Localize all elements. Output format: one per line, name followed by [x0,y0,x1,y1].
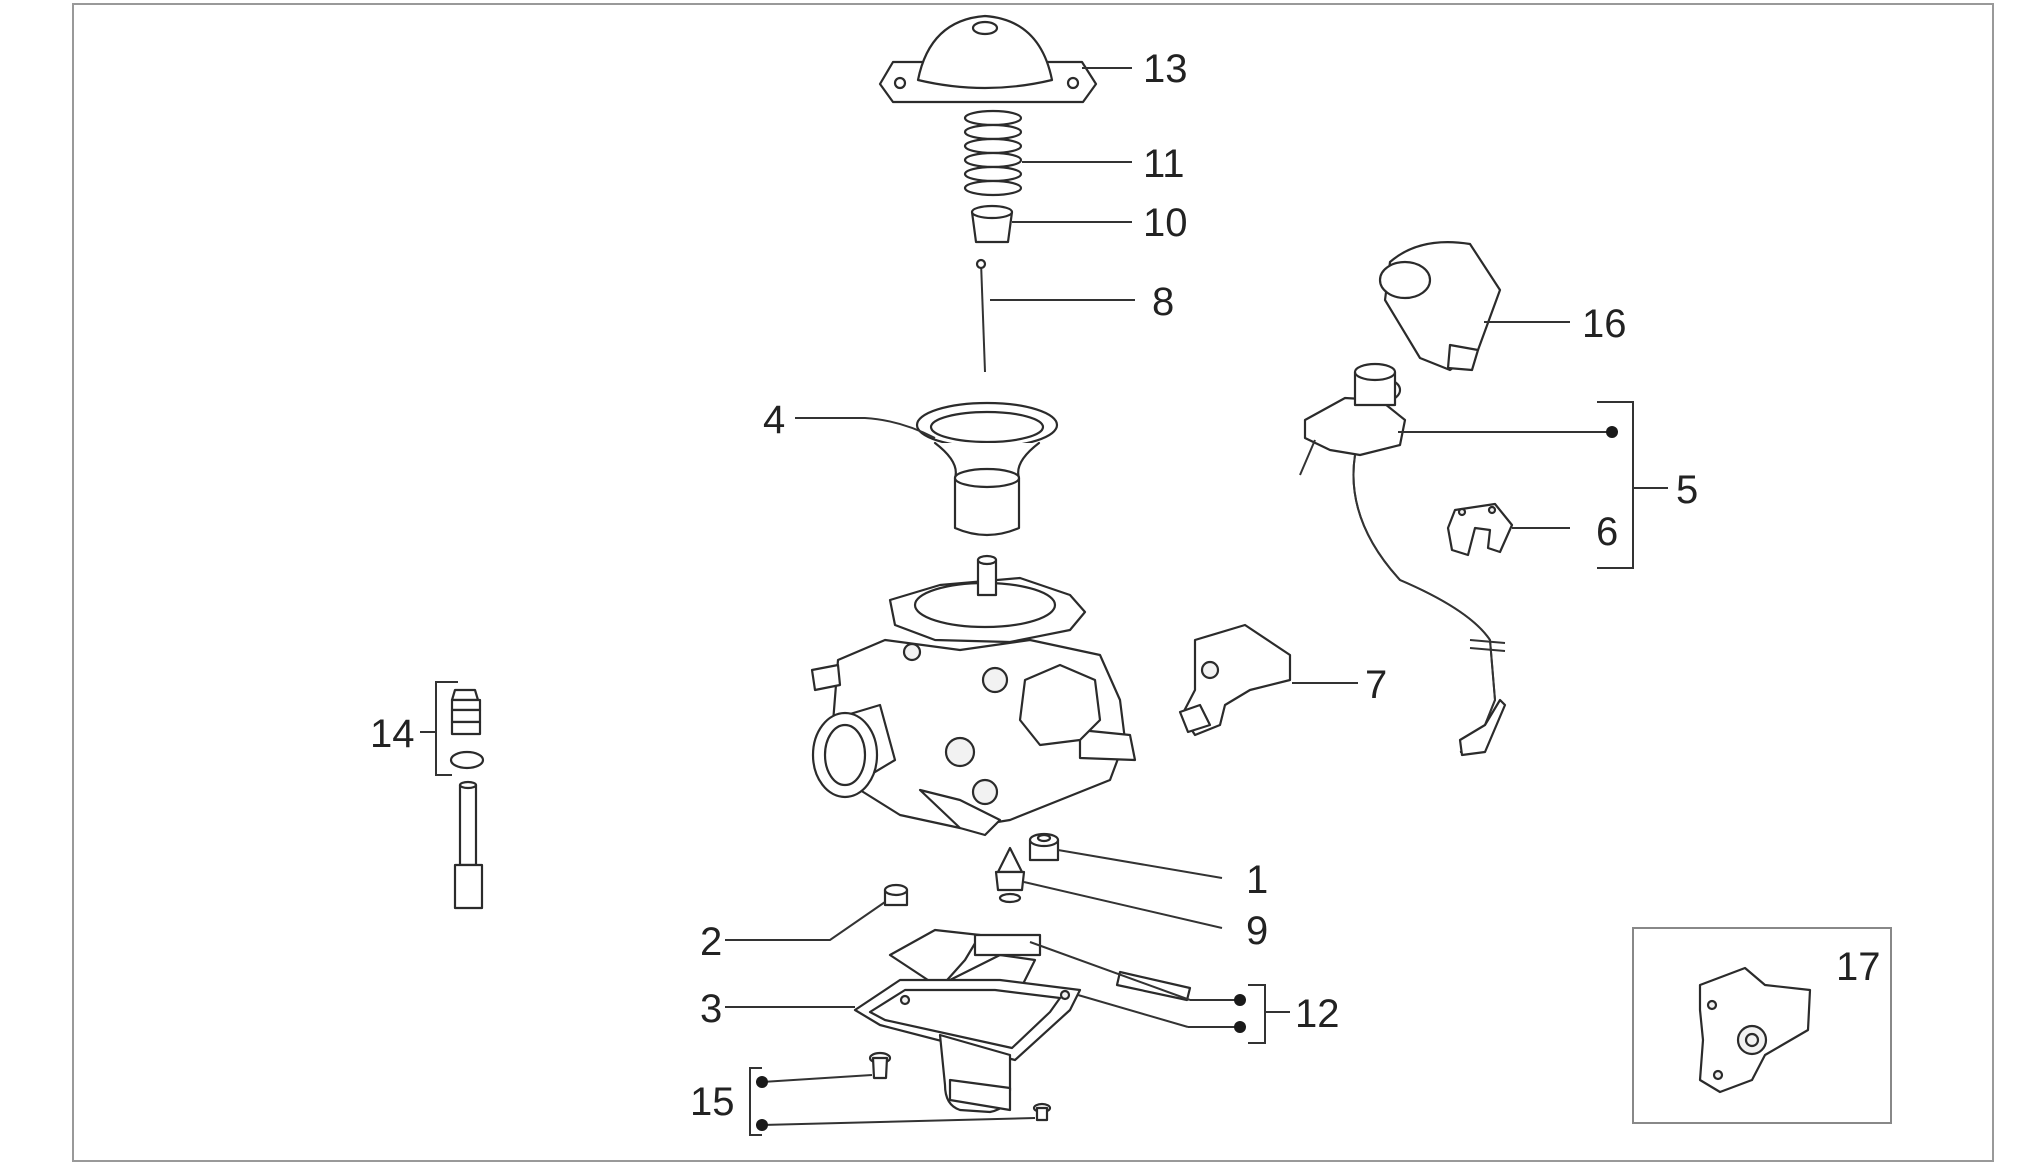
part-4-diaphragm-slide[interactable] [915,401,1059,537]
label-17: 17 [1836,945,1881,989]
part-17-throttle-sensor[interactable] [1698,966,1812,1094]
carburetor-body[interactable] [810,554,1137,837]
leader-dots [756,426,1618,1131]
part-1-main-jet[interactable] [1028,832,1060,862]
part-6-retaining-clamp[interactable] [1446,502,1514,557]
label-9: 9 [1246,909,1268,953]
label-13: 13 [1143,47,1188,91]
label-1: 1 [1246,858,1268,902]
label-4: 4 [763,398,785,442]
diagram-frame [72,3,1994,1162]
label-8: 8 [1152,280,1174,324]
label-10: 10 [1143,201,1188,245]
part-15-bowl-screws[interactable] [868,1051,1052,1122]
label-3: 3 [700,987,722,1031]
part-11-spring[interactable] [963,109,1023,197]
part-8-jet-needle[interactable] [975,258,987,373]
part-14-adjusting-screw-set[interactable] [449,688,485,910]
label-12: 12 [1295,992,1340,1036]
label-2: 2 [700,920,722,964]
part-3-float-bowl[interactable] [853,978,1082,1114]
label-15: 15 [690,1080,735,1124]
label-6: 6 [1596,510,1618,554]
label-11: 11 [1143,142,1185,186]
part-13-cover-cap[interactable] [878,14,1098,104]
label-5: 5 [1676,468,1698,512]
label-7: 7 [1365,663,1387,707]
leader-lines [420,67,1668,1136]
label-16: 16 [1582,302,1627,346]
part-10-needle-retainer[interactable] [970,204,1014,244]
part-16-rubber-boot[interactable] [1378,241,1502,372]
part-2-pilot-jet[interactable] [883,883,909,907]
part-5-auto-choke-with-cable[interactable] [1299,362,1507,757]
part-7-choke-actuator[interactable] [1178,623,1292,737]
part-9-float-needle[interactable] [994,846,1026,904]
label-14: 14 [370,712,415,756]
